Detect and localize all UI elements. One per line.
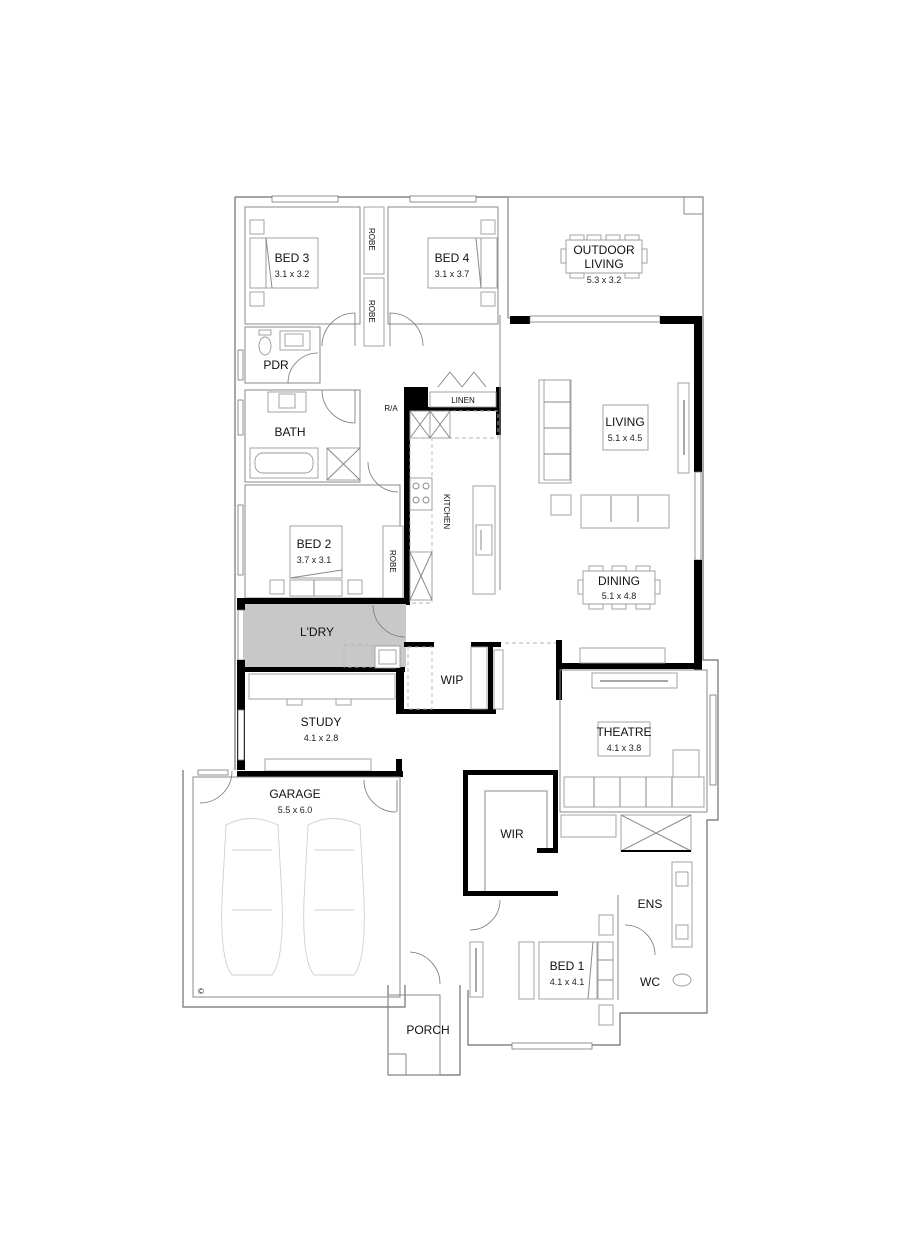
wir-label: WIR xyxy=(500,827,524,841)
garage-room: GARAGE 5.5 x 6.0 © xyxy=(192,769,401,998)
living-size: 5.1 x 4.5 xyxy=(608,433,643,443)
garage-size: 5.5 x 6.0 xyxy=(278,805,313,815)
living-dining: LIVING 5.1 x 4.5 DINING 5.1 x 4.8 xyxy=(491,315,702,700)
porch-area: PORCH xyxy=(387,951,450,1076)
wip-label: WIP xyxy=(441,673,464,687)
ra-label: R/A xyxy=(384,404,398,413)
robe-a-label: ROBE xyxy=(367,228,376,251)
bed1-label: BED 1 xyxy=(550,959,585,973)
living-label: LIVING xyxy=(605,415,644,429)
pdr-label: PDR xyxy=(263,358,289,372)
theatre-size: 4.1 x 3.8 xyxy=(607,743,642,753)
garage-label: GARAGE xyxy=(269,787,320,801)
robe-c-label: ROBE xyxy=(388,550,397,573)
copyright-symbol: © xyxy=(198,987,204,996)
bed3-label: BED 3 xyxy=(275,251,310,265)
outdoor-label-line1: OUTDOOR xyxy=(573,243,635,257)
ensuite-room: ENS WC xyxy=(560,814,693,1000)
study-room: STUDY 4.1 x 2.8 xyxy=(237,673,403,777)
porch-label: PORCH xyxy=(406,1023,449,1037)
theatre-room: THEATRE 4.1 x 3.8 xyxy=(559,669,717,813)
wip-room: WIP xyxy=(396,642,504,714)
bed4-size: 3.1 x 3.7 xyxy=(435,269,470,279)
dining-label: DINING xyxy=(598,574,640,588)
linen-label: LINEN xyxy=(451,396,475,405)
theatre-label: THEATRE xyxy=(596,725,651,739)
bed4-label: BED 4 xyxy=(435,251,470,265)
robe-b-label: ROBE xyxy=(367,300,376,323)
bed2-room: BED 2 3.7 x 3.1 ROBE xyxy=(237,484,404,599)
bed3-size: 3.1 x 3.2 xyxy=(275,269,310,279)
study-label: STUDY xyxy=(301,715,342,729)
bed4-room: BED 4 3.1 x 3.7 xyxy=(387,195,499,347)
kitchen-label: KITCHEN xyxy=(442,494,451,529)
car-icon xyxy=(221,818,283,976)
outdoor-size: 5.3 x 3.2 xyxy=(587,275,622,285)
bed1-room: BED 1 4.1 x 4.1 xyxy=(469,899,614,1050)
pdr-room: PDR xyxy=(237,326,321,384)
robe-column: ROBE ROBE xyxy=(363,206,385,347)
bed3-room: BED 3 3.1 x 3.2 xyxy=(244,195,361,347)
bed1-size: 4.1 x 4.1 xyxy=(550,977,585,987)
study-size: 4.1 x 2.8 xyxy=(304,733,339,743)
ensuite-label: ENS xyxy=(638,897,663,911)
outdoor-living: OUTDOOR LIVING 5.3 x 3.2 xyxy=(507,196,704,319)
bath-label: BATH xyxy=(274,425,305,439)
bath-room: BATH xyxy=(237,389,399,493)
car-icon xyxy=(303,818,365,976)
dining-size: 5.1 x 4.8 xyxy=(602,591,637,601)
wir-room: WIR xyxy=(463,770,558,896)
wc-label: WC xyxy=(640,975,660,989)
laundry-label: L'DRY xyxy=(300,625,334,639)
outdoor-label-line2: LIVING xyxy=(584,257,623,271)
bed2-size: 3.7 x 3.1 xyxy=(297,555,332,565)
bed2-label: BED 2 xyxy=(297,537,332,551)
kitchen-area: LINEN KITCHEN xyxy=(404,371,501,605)
